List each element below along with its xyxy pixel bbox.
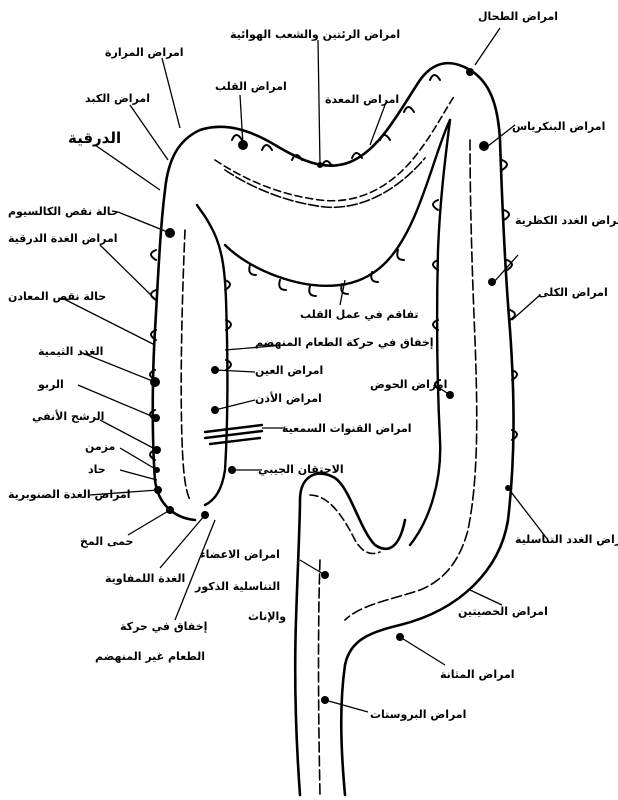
label-thyroid: الدرقية [68, 132, 121, 145]
label-appendicitis: الاحتقان الجيبي [258, 463, 344, 476]
colon-inner-wall-ascending [197, 205, 227, 505]
label-chronic: مزمن [85, 440, 115, 453]
label-sex-organs-1: امراض الاعضاء [200, 548, 280, 561]
sigmoid-dash [310, 495, 380, 554]
haustra-inner [249, 250, 404, 296]
label-stomach: امراض المعدة [325, 93, 399, 106]
label-liver: امراض الكبد [85, 92, 150, 105]
label-sex-organs-3: والإناث [248, 610, 286, 623]
label-heart: امراض القلب [215, 80, 287, 93]
haustra-descending [433, 160, 517, 440]
label-nasal-catarrh: الرشح الأنفي [32, 410, 104, 423]
label-poor-digestion-1: إخفاق في حركة الطعام المنهضم [255, 336, 434, 349]
label-calcium-deficiency: حالة نقص الكالسيوم [8, 205, 119, 218]
colon-outer-wall-left [295, 474, 405, 795]
label-parathyroid: امراض الغدة الدرقية [8, 232, 118, 245]
label-pituitary: امراض الغدة الصنوبرية [8, 488, 131, 501]
haustra-ascending [150, 250, 231, 460]
label-gallbladder: امراض المرارة [105, 46, 184, 59]
label-heart-weakness: تفاقم في عمل القلب [300, 308, 419, 321]
label-sex-organs-2: التناسلية الذكور [195, 580, 280, 593]
label-bladder: امراض المثانة [440, 668, 515, 681]
dot-spleen [466, 68, 474, 76]
label-adrenal: امراض الغدد الكظرية [515, 214, 618, 227]
label-lymph: الغدة اللمفاوية [105, 572, 185, 585]
ascending-dash [181, 230, 190, 500]
label-spleen: امراض الطحال [478, 10, 558, 23]
label-pancreas: امراض البنكرياس [512, 120, 605, 133]
label-asthma: الربو [38, 378, 64, 391]
label-testes: امراض الخصيتين [458, 605, 548, 618]
label-acute: حاد [88, 463, 106, 476]
ear-strokes [205, 425, 262, 444]
label-eustachian: امراض القنوات السمعية [282, 422, 412, 435]
label-poor-digestion-2a: إخفاق في حركة [120, 620, 207, 633]
dot-pancreas [479, 141, 489, 151]
label-kidneys: امراض الكلى [538, 286, 608, 299]
label-eyes: امراض العين [255, 364, 323, 377]
colon-inner-wall-transverse [225, 120, 450, 286]
label-prostate: امراض البروستات [370, 708, 466, 721]
rectum-dash [319, 560, 321, 795]
label-lungs-bronchi: امراض الرئتين والشعب الهوائية [230, 28, 400, 41]
label-ears: امراض الأذن [255, 392, 322, 405]
label-thymus: الغدد الثيمية [38, 345, 103, 358]
label-reproductive: امراض الغدد التناسلية [515, 533, 618, 546]
label-mineral-deficiency: حالة نقص المعادن [8, 290, 106, 303]
colon-inner-wall-descending [410, 120, 450, 545]
label-pelvis: امراض الحوض [370, 378, 447, 391]
label-poor-digestion-2b: الطعام غير المنهضم [95, 650, 205, 663]
label-brain-fever: حمى المخ [80, 535, 133, 548]
